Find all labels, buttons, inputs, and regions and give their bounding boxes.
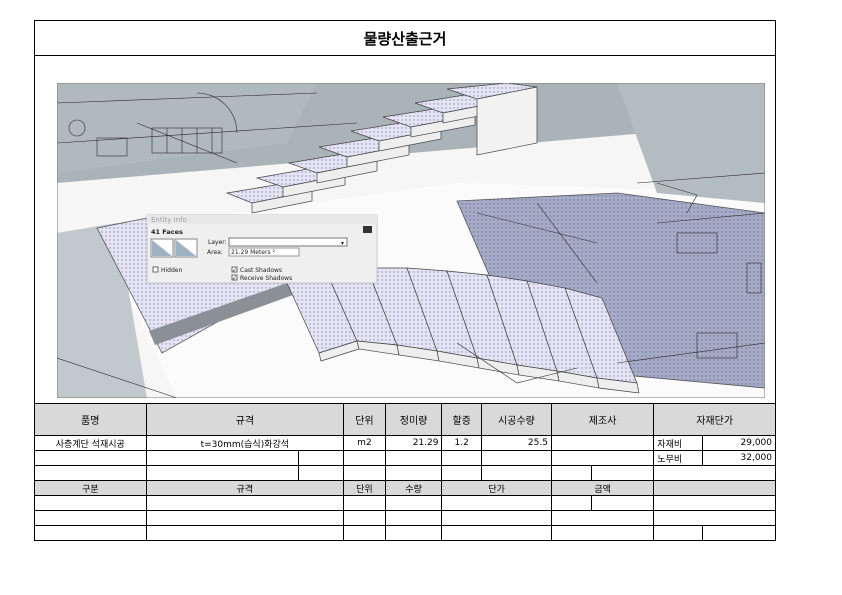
entity-info-title: Entity Info [151, 216, 187, 224]
cast-shadows-label: Cast Shadows [240, 267, 282, 274]
col-surcharge: 할증 [441, 403, 482, 436]
col-install-qty: 시공수량 [480, 403, 552, 436]
col-qty-2: 수량 [384, 480, 443, 496]
area-label: Area: [207, 249, 223, 256]
layer-label: Layer: [208, 239, 227, 246]
item-unit: m2 [343, 435, 386, 451]
quantity-table: 품명 규격 단위 정미량 할증 시공수량 제조사 자재단가 사층계단 석재시공 … [34, 403, 777, 541]
col-net-qty: 정미량 [384, 403, 443, 436]
material-cost-label: 자재비 [653, 435, 703, 451]
entity-pin-icon[interactable] [363, 226, 372, 233]
item-name: 사층계단 석재시공 [34, 435, 147, 451]
receive-shadows-checkbox[interactable] [231, 274, 238, 281]
labor-cost-value: 32,000 [701, 450, 777, 466]
item-spec: t=30mm(습식)화강석 [145, 435, 345, 451]
item-net-qty: 21.29 [384, 435, 443, 451]
table-header-row: 품명 규격 단위 정미량 할증 시공수량 제조사 자재단가 [34, 403, 776, 436]
svg-text:✓: ✓ [232, 267, 237, 274]
svg-text:▾: ▾ [341, 240, 344, 247]
col-unit-2: 단위 [343, 480, 386, 496]
col-amount-2: 금액 [550, 480, 655, 496]
col-unit-price: 자재단가 [653, 403, 776, 436]
item-surcharge: 1.2 [441, 435, 482, 451]
layer-dropdown[interactable] [228, 237, 348, 247]
cast-shadows-checkbox[interactable] [231, 266, 238, 273]
item-install-qty: 25.5 [480, 435, 552, 451]
material-cost-value: 29,000 [701, 435, 777, 451]
receive-shadows-label: Receive Shadows [240, 275, 292, 282]
image-frame: Entity Info 41 Faces Layer: ▾ Area: 21.2… [34, 55, 776, 403]
table-row [34, 525, 777, 541]
col-spec-2: 규격 [145, 480, 345, 496]
document-title: 물량산출근거 [34, 20, 776, 56]
col-category: 구분 [34, 480, 147, 496]
stair-model-render: Entity Info 41 Faces Layer: ▾ Area: 21.2… [57, 83, 765, 398]
table-row [34, 465, 776, 481]
col-unit: 단위 [343, 403, 386, 436]
area-value: 21.29 Meters ² [231, 249, 275, 256]
table-row [34, 495, 776, 511]
document-sheet: 물량산출근거 [34, 20, 777, 556]
svg-text:✓: ✓ [232, 275, 237, 282]
col-manufacturer: 제조사 [550, 403, 655, 436]
hidden-label: Hidden [161, 267, 182, 274]
table-header-row-2: 구분 규격 단위 수량 단가 금액 [34, 480, 776, 496]
col-item-name: 품명 [34, 403, 147, 436]
col-price-2: 단가 [441, 480, 552, 496]
table-row: 사층계단 석재시공 t=30mm(습식)화강석 m2 21.29 1.2 25.… [34, 435, 777, 451]
col-spec: 규격 [145, 403, 345, 436]
table-row: 노무비 32,000 [34, 450, 777, 466]
hidden-checkbox[interactable] [152, 266, 159, 273]
labor-cost-label: 노무비 [653, 450, 703, 466]
entity-faces-count: 41 Faces [151, 228, 183, 236]
table-row [34, 510, 776, 526]
